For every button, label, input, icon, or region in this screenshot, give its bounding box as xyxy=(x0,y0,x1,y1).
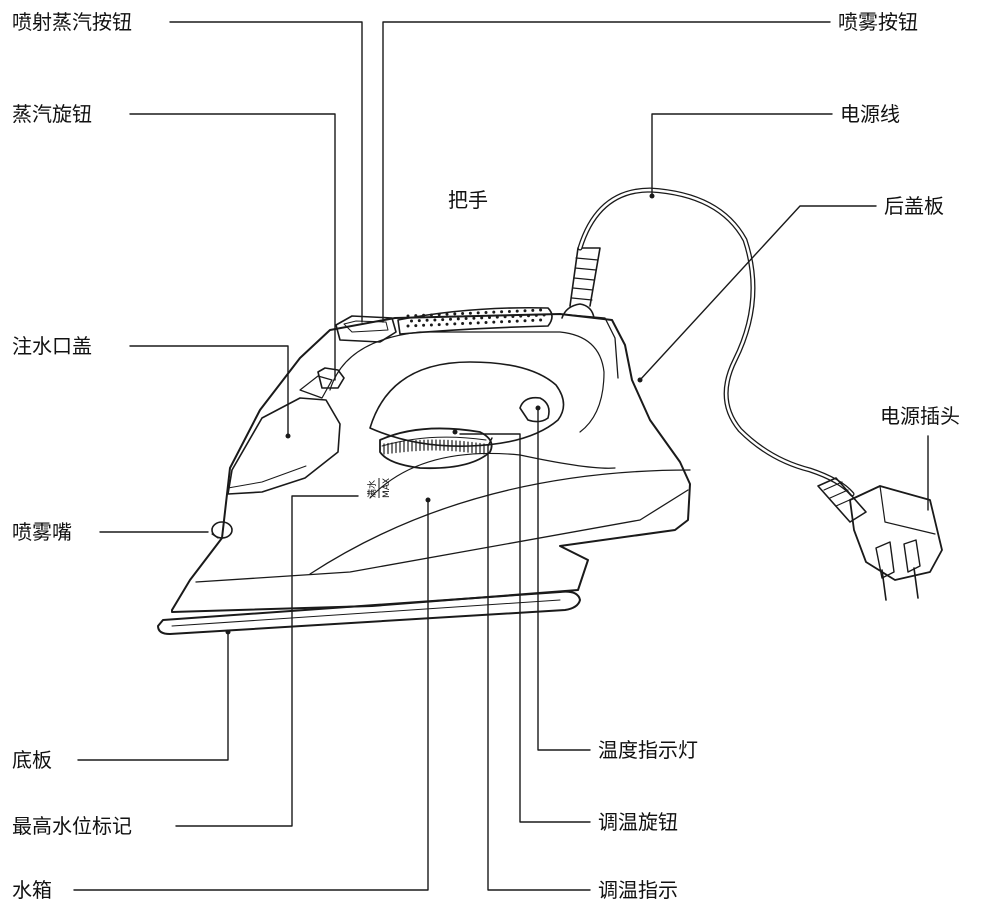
grip-dot xyxy=(492,310,496,314)
label-temp-indicator-light: 温度指示灯 xyxy=(598,738,698,762)
grip-dot xyxy=(461,322,465,326)
grip-dot xyxy=(449,317,452,321)
grip-dot xyxy=(542,313,546,317)
leader-spray xyxy=(382,21,831,323)
dial-ticks xyxy=(383,439,485,455)
grip-dot xyxy=(507,319,511,323)
max-water-mark: 满水 MAX xyxy=(366,478,392,498)
grip-dot xyxy=(433,318,437,322)
grip-dot xyxy=(531,318,535,322)
label-rear-cover: 后盖板 xyxy=(884,194,944,218)
leader-temp-light xyxy=(537,407,591,751)
label-temp-knob: 调温旋钮 xyxy=(598,810,678,834)
label-fill-cap: 注水口盖 xyxy=(12,334,92,358)
grip-dot xyxy=(406,314,410,318)
leader-power-cord xyxy=(651,113,833,197)
max-mark-en: MAX xyxy=(382,478,392,498)
soleplate-shape xyxy=(157,590,581,635)
label-water-tank: 水箱 xyxy=(12,878,52,902)
leader-lines xyxy=(73,21,929,891)
grip-dot xyxy=(519,314,523,318)
plug-shape xyxy=(817,477,943,601)
handle-grip xyxy=(397,306,553,335)
grip-dot xyxy=(488,316,491,319)
leader-max-mark xyxy=(175,495,359,827)
grip-dot xyxy=(484,311,488,314)
nozzle-shape xyxy=(211,521,233,539)
label-power-cord: 电源线 xyxy=(840,102,900,126)
grip-dot xyxy=(527,314,530,318)
grip-dots xyxy=(406,308,546,328)
grip-dot xyxy=(437,313,441,317)
label-max-water-mark: 最高水位标记 xyxy=(12,814,132,838)
grip-dot xyxy=(437,323,441,327)
label-power-plug: 电源插头 xyxy=(880,404,960,428)
leader-dots xyxy=(225,193,655,635)
grip-dot xyxy=(456,317,460,321)
grip-dot xyxy=(445,322,449,326)
grip-dot xyxy=(523,319,527,323)
grip-dot xyxy=(476,321,480,325)
grip-dot xyxy=(468,321,472,325)
label-soleplate: 底板 xyxy=(12,748,52,772)
leader-temp-indicator xyxy=(487,437,591,891)
grip-dot xyxy=(468,311,472,315)
max-mark-cn: 满水 xyxy=(366,480,378,498)
grip-dot xyxy=(425,318,429,322)
label-temp-indicator: 调温指示 xyxy=(598,878,678,902)
grip-dot xyxy=(453,322,457,326)
grip-dot xyxy=(515,309,519,313)
grip-dot xyxy=(464,317,468,321)
grip-dot xyxy=(417,319,421,323)
leader-steam-knob xyxy=(129,113,336,381)
grip-dot xyxy=(472,316,476,320)
label-spray-button: 喷雾按钮 xyxy=(838,10,918,34)
leader-spray-steam xyxy=(169,21,363,323)
grip-dot xyxy=(484,321,488,324)
grip-dot xyxy=(531,308,535,312)
grip-dot xyxy=(503,315,507,319)
grip-dot xyxy=(429,313,433,317)
grip-dot xyxy=(539,308,543,312)
grip-dot xyxy=(414,314,418,318)
grip-dot xyxy=(495,315,499,319)
grip-dot xyxy=(511,314,515,318)
grip-dot xyxy=(507,309,511,313)
grip-dot xyxy=(523,309,527,313)
label-steam-knob: 蒸汽旋钮 xyxy=(12,102,92,126)
grip-dot xyxy=(429,323,433,327)
grip-dot xyxy=(500,320,504,324)
grip-dot xyxy=(500,310,504,314)
grip-dot xyxy=(422,323,426,327)
grip-dot xyxy=(515,319,519,323)
grip-dot xyxy=(476,311,480,315)
label-handle: 把手 xyxy=(448,188,488,212)
leader-fill-cap xyxy=(129,345,289,437)
grip-dot xyxy=(422,313,426,317)
grip-dot xyxy=(492,320,496,324)
leader-rear-cover xyxy=(639,205,877,381)
leader-soleplate xyxy=(77,631,229,761)
grip-dot xyxy=(414,324,418,328)
grip-dot xyxy=(539,318,543,322)
top-buttons xyxy=(299,315,397,399)
label-spray-steam-button: 喷射蒸汽按钮 xyxy=(12,10,132,34)
grip-dot xyxy=(461,312,465,316)
cord-assembly xyxy=(561,187,855,497)
leader-water-tank xyxy=(73,499,429,891)
grip-dot xyxy=(445,312,449,316)
grip-dot xyxy=(534,313,538,317)
temp-light xyxy=(519,396,550,423)
grip-dot xyxy=(480,316,484,320)
grip-dot xyxy=(410,319,413,323)
label-spray-nozzle: 喷雾嘴 xyxy=(12,520,72,544)
iron-body xyxy=(171,313,691,613)
grip-dot xyxy=(406,324,410,328)
leader-temp-knob xyxy=(459,433,591,823)
grip-dot xyxy=(453,312,457,316)
grip-dot xyxy=(441,318,445,322)
